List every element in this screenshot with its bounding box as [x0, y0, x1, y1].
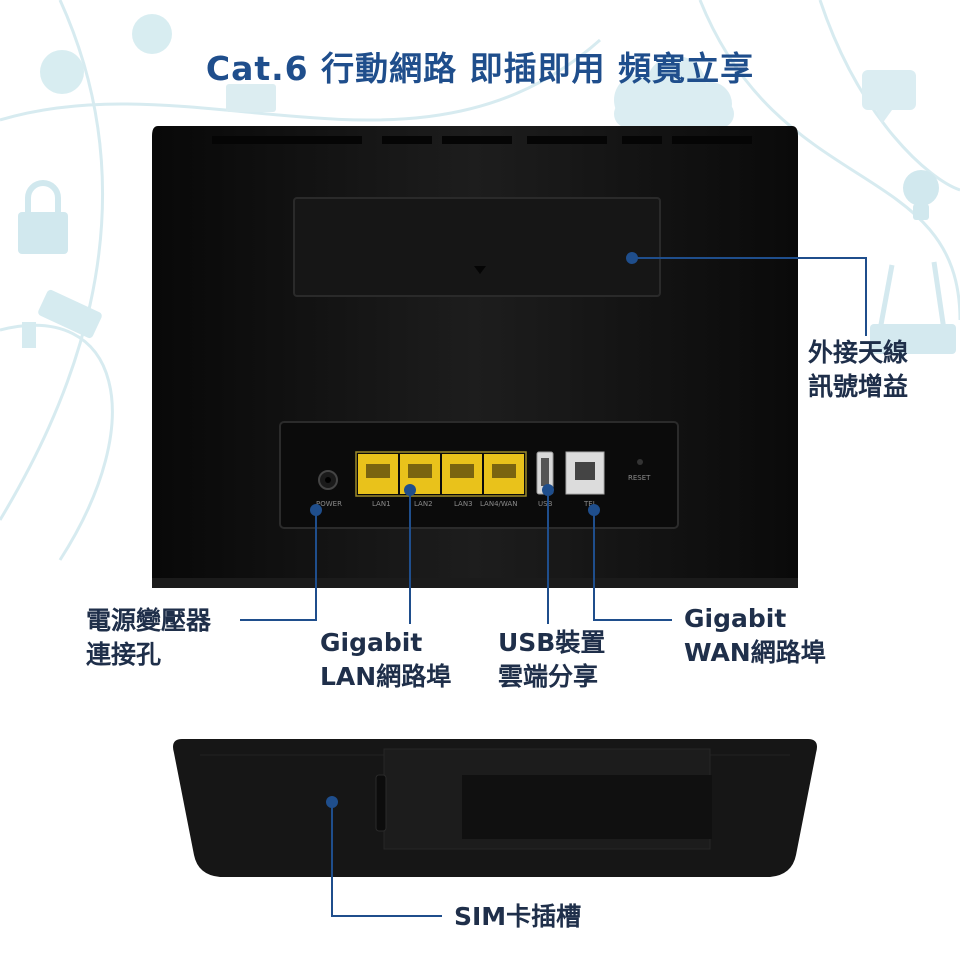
camera-icon — [22, 289, 102, 348]
port-label-power: POWER — [316, 500, 342, 508]
sim-callout-line — [331, 802, 442, 917]
wan-label: Gigabit WAN網路埠 — [684, 604, 826, 667]
router-bottom-view — [173, 739, 817, 877]
chat-bubble-icon — [862, 70, 916, 124]
cloud-icon — [614, 56, 734, 128]
vent-slots — [212, 136, 752, 144]
port-label-reset: RESET — [628, 474, 651, 482]
lan-marker-dot — [404, 484, 416, 496]
antenna-router-icon — [870, 261, 956, 354]
circle-icon — [132, 14, 172, 54]
lan-label: Gigabit LAN網路埠 — [320, 628, 452, 691]
page-title: Cat.6 行動網路 即插即用 頻寬立享 — [205, 49, 755, 88]
port-label-usb: USB — [538, 500, 553, 508]
power-marker-dot — [310, 504, 322, 516]
lock-icon — [18, 180, 68, 254]
port-label-lan4-wan: LAN4/WAN — [480, 500, 518, 508]
port-label-tel: TEL — [584, 500, 597, 508]
sim-slot — [375, 774, 387, 832]
lan-ports — [355, 451, 527, 497]
reset-button — [637, 459, 643, 465]
usb-marker-dot — [542, 484, 554, 496]
usb-label: USB裝置 雲端分享 — [498, 628, 606, 691]
power-callout-line — [240, 512, 317, 621]
sim-label: SIM卡插槽 — [454, 902, 582, 931]
antenna-marker-dot — [626, 252, 638, 264]
router-back-view — [152, 126, 798, 588]
port-label-lan2: LAN2 — [414, 500, 433, 508]
lightbulb-icon — [903, 170, 939, 220]
port-label-lan3: LAN3 — [454, 500, 473, 508]
power-label: 電源變壓器 連接孔 — [86, 606, 212, 669]
triangle-marker-icon — [474, 266, 486, 274]
wan-callout-line — [593, 512, 672, 621]
recessed-panel — [462, 775, 712, 839]
port-label-lan1: LAN1 — [372, 500, 391, 508]
antenna-cover-panel — [293, 197, 661, 297]
wan-marker-dot — [588, 504, 600, 516]
circle-icon — [40, 50, 84, 94]
antenna-label: 外接天線 訊號增益 — [808, 338, 909, 401]
sim-marker-dot — [326, 796, 338, 808]
card-icon — [226, 84, 276, 112]
antenna-callout-line — [632, 257, 867, 336]
